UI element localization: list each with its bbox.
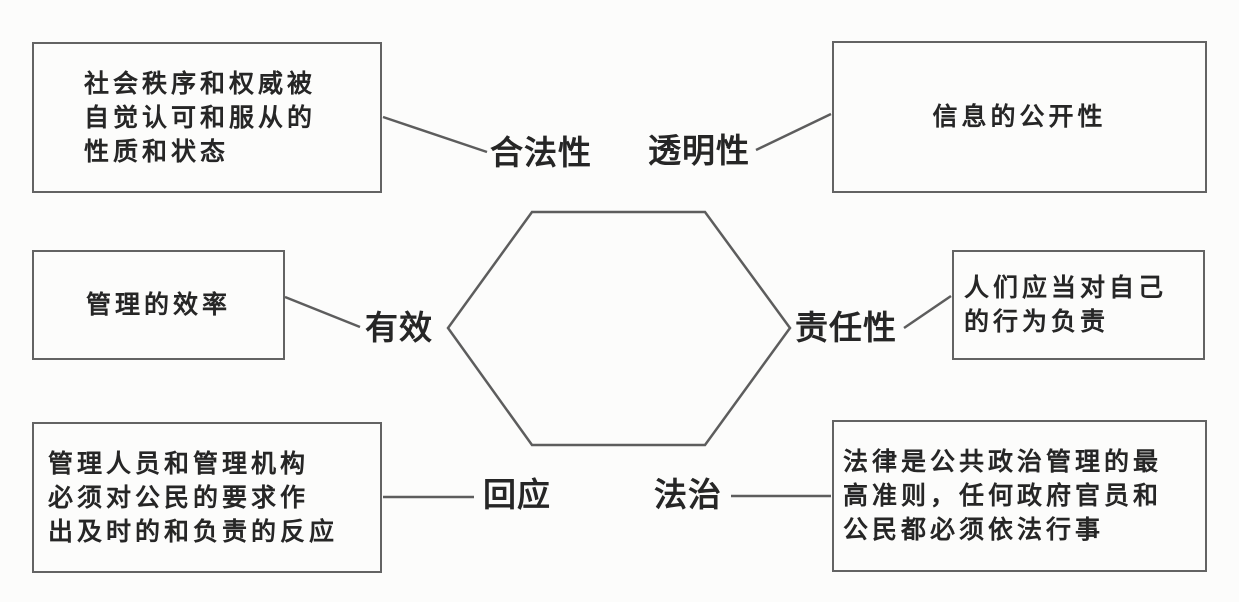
node-label-accountability: 责任性 bbox=[795, 309, 897, 346]
hexagon-shape bbox=[446, 210, 792, 447]
node-box-responsiveness: 管理人员和管理机构 必须对公民的要求作 出及时的和负责的反应 bbox=[32, 422, 382, 573]
node-box-effectiveness: 管理的效率 bbox=[32, 250, 285, 360]
node-label-transparency: 透明性 bbox=[648, 132, 750, 169]
connector-line-accountability bbox=[903, 294, 952, 330]
connector-line-legitimacy bbox=[382, 115, 488, 154]
node-label-rule-of-law: 法治 bbox=[654, 476, 722, 513]
node-label-effectiveness: 有效 bbox=[365, 309, 433, 346]
node-box-accountability: 人们应当对自己 的行为负责 bbox=[952, 250, 1205, 360]
connector-line-effectiveness bbox=[284, 295, 361, 329]
connector-line-transparency bbox=[755, 112, 832, 152]
node-label-responsiveness: 回应 bbox=[483, 476, 551, 513]
node-box-transparency: 信息的公开性 bbox=[832, 41, 1207, 193]
node-box-legitimacy: 社会秩序和权威被 自觉认可和服从的 性质和状态 bbox=[32, 42, 382, 193]
node-label-legitimacy: 合法性 bbox=[490, 134, 592, 171]
node-box-rule-of-law: 法律是公共政治管理的最 高准则，任何政府官员和 公民都必须依法行事 bbox=[832, 420, 1207, 572]
